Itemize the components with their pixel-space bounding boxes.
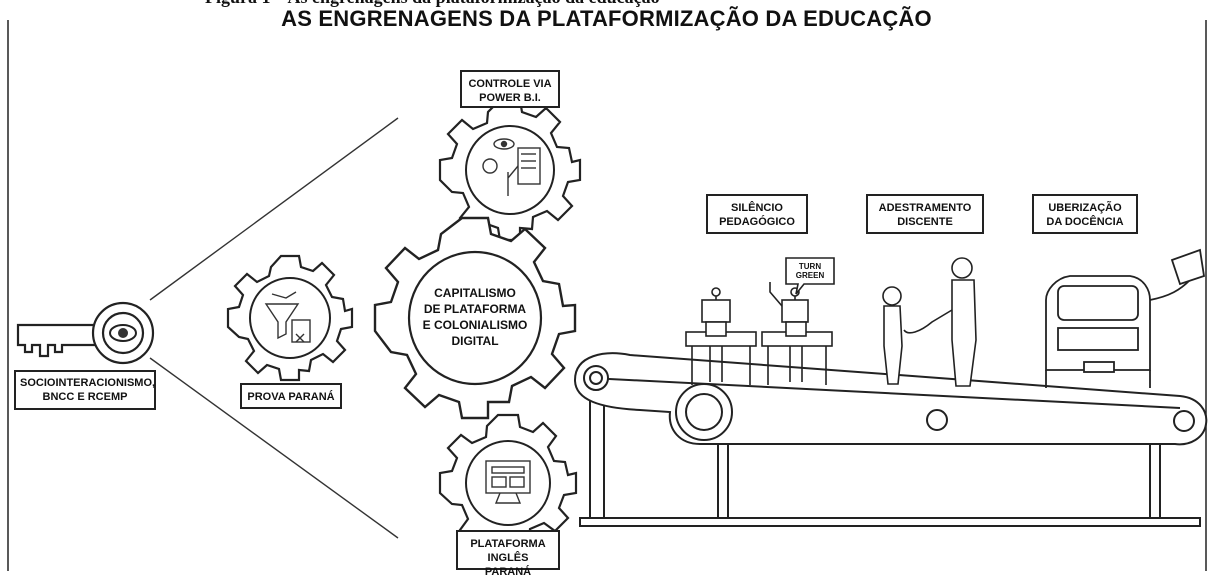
speech-bubble [785,257,835,295]
figure-caption: Figura 1 – As engrenagens da plataformiz… [205,0,660,8]
gear-center-icon [373,216,577,420]
speech-bubble-text: TURN GREEN [795,262,825,280]
funnel-icon [264,291,311,343]
car-icon [1045,248,1206,388]
stage-adestramento-label: ADESTRAMENTO DISCENTE [866,194,984,234]
gear-top-label: CONTROLE VIA POWER B.I. [460,70,560,108]
projection-line-top [149,117,399,301]
computer-screen-icon [485,460,531,504]
stage-silencio-label: SILÊNCIO PEDAGÓGICO [706,194,808,234]
gear-left-icon [226,254,354,382]
gear-left-label: PROVA PARANÁ [240,383,342,409]
figure-caption-clip: Figura 1 – As engrenagens da plataformiz… [0,0,1213,8]
projection-line-bottom [149,357,399,539]
gear-bottom-icon [438,413,578,553]
stage-uberizacao-label: UBERIZAÇÃO DA DOCÊNCIA [1032,194,1138,234]
eye-icon [109,324,137,342]
gear-center-label: CAPITALISMO DE PLATAFORMA E COLONIALISMO… [422,286,528,348]
teacher-icon [903,257,977,387]
gear-bottom-label: PLATAFORMA INGLÊS PARANÁ [456,530,560,578]
key-label: SOCIOINTERACIONISMO, BNCC E RCEMP [14,370,156,410]
conveyor-belt-icon [573,352,1208,527]
student-icon [882,286,903,385]
robot-icon [685,282,833,385]
diagram-title: AS ENGRENAGENS DA PLATAFORMIZAÇÃO DA EDU… [281,6,932,31]
gear-top-icon [438,98,582,242]
